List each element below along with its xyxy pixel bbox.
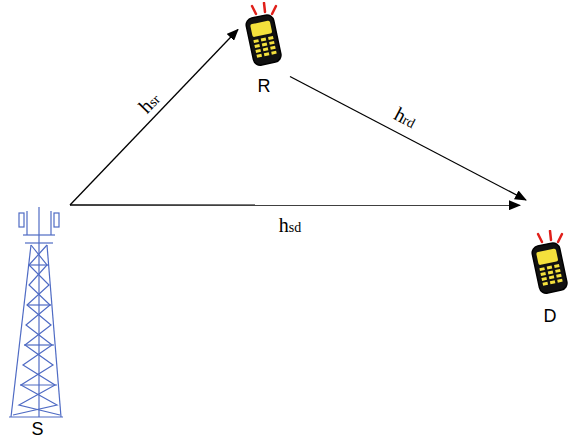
phone-illustration [524, 230, 576, 296]
tower-illustration [5, 205, 65, 420]
node-label: D [520, 306, 580, 326]
destination-phone: D [520, 200, 580, 330]
channel-arrow [290, 76, 526, 200]
node-label: R [238, 76, 290, 96]
channel-label: hsr [135, 88, 166, 118]
relay-phone: R [238, 2, 290, 100]
channel-label: hsd [279, 215, 301, 238]
channel-arrow [70, 204, 520, 205]
base-station: S [5, 205, 70, 440]
node-label: S [5, 419, 70, 439]
channel-arrow [70, 29, 238, 205]
channel-label: hrd [390, 103, 420, 133]
phone-illustration [238, 2, 290, 68]
